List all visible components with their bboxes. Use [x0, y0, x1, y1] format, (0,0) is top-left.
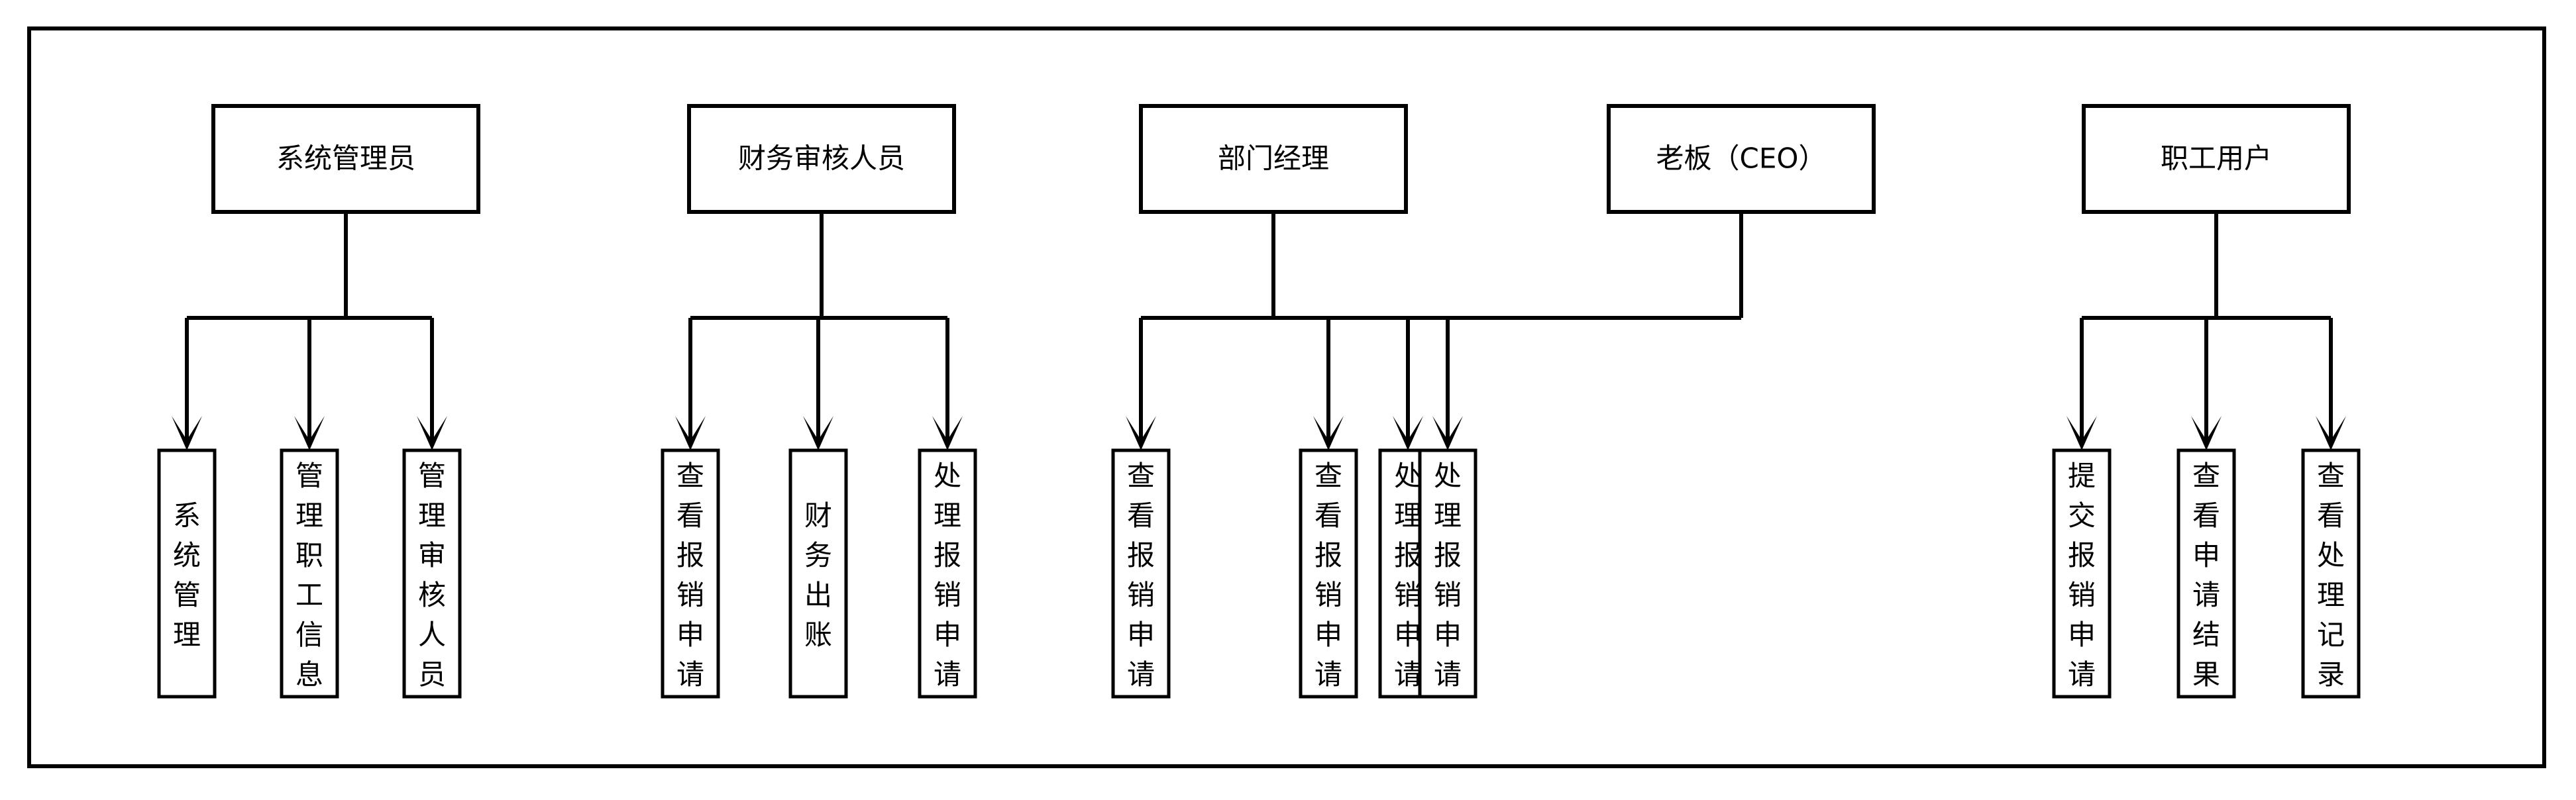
- leaf-finance-payout-box[interactable]: [788, 448, 848, 699]
- connector-layer: [172, 212, 2346, 450]
- leaf-manage-staff-arrow-icon: [294, 416, 325, 450]
- leaf-handle-claim-ceo-box[interactable]: [1418, 448, 1477, 699]
- leaf-submit-claim-arrow-icon: [2066, 416, 2097, 450]
- group-finance-auditor-role-box[interactable]: [687, 104, 956, 214]
- leaf-submit-claim-label: 提交报销申请: [2068, 460, 2096, 691]
- group-staff-user-connectors: [2066, 212, 2346, 450]
- leaf-handle-claim-fin-label: 处理报销申请: [934, 460, 961, 691]
- leaf-system-manage-arrow-icon: [172, 416, 202, 450]
- group-staff-user-role-box[interactable]: [2082, 104, 2351, 214]
- leaf-handle-claim-ceo-label: 处理报销申请: [1434, 460, 1462, 691]
- leaf-view-result-label: 查看申请结果: [2192, 460, 2220, 691]
- group-ceo-role-box[interactable]: [1607, 104, 1876, 214]
- leaf-manage-auditor-arrow-icon: [417, 416, 447, 450]
- leaf-view-history-arrow-icon: [2316, 416, 2346, 450]
- group-ceo-connectors: [1313, 212, 1743, 450]
- diagram-outer-frame: [27, 26, 2546, 768]
- group-finance-auditor-connectors: [675, 212, 963, 450]
- leaf-manage-staff-label: 管理职工信息: [295, 460, 323, 691]
- leaf-view-claim-fin-label: 查看报销申请: [676, 460, 704, 691]
- group-system-admin-connectors: [172, 212, 447, 450]
- leaf-view-history-label: 查看处理记录: [2317, 460, 2345, 691]
- leaf-manage-auditor-label: 管理审核人员: [418, 460, 446, 691]
- leaf-handle-claim-mgr-label: 处理报销申请: [1394, 460, 1422, 691]
- leaf-handle-claim-mgr-arrow-icon: [1393, 416, 1423, 450]
- leaf-view-history-box[interactable]: [2301, 448, 2361, 699]
- group-ceo: 老板（CEO） 查看报销申请 处理报销申请: [1299, 104, 1876, 699]
- leaf-view-result-box[interactable]: [2176, 448, 2236, 699]
- leaf-view-claim-mgr-label: 查看报销申请: [1127, 460, 1155, 691]
- leaf-view-result-arrow-icon: [2191, 416, 2222, 450]
- leaf-system-manage-box[interactable]: [157, 448, 217, 699]
- leaf-manage-auditor-box[interactable]: [402, 448, 462, 699]
- group-ceo-role-label: 老板（CEO）: [1656, 142, 1827, 175]
- group-system-admin-role-label: 系统管理员: [276, 142, 415, 175]
- leaf-finance-payout-label: 财务出账: [804, 499, 832, 651]
- group-dept-manager-connectors: [1126, 212, 1423, 450]
- group-staff-user-role-label: 职工用户: [2161, 142, 2272, 175]
- leaf-view-claim-mgr-box[interactable]: [1111, 448, 1171, 699]
- leaf-view-claim-fin-arrow-icon: [675, 416, 706, 450]
- leaf-view-claim-fin-box[interactable]: [661, 448, 720, 699]
- leaf-handle-claim-fin-box[interactable]: [918, 448, 977, 699]
- leaf-system-manage-label: 系统管理: [173, 499, 201, 651]
- group-system-admin-role-box[interactable]: [211, 104, 480, 214]
- leaf-view-claim-ceo-box[interactable]: [1299, 448, 1358, 699]
- leaf-handle-claim-fin-arrow-icon: [932, 416, 963, 450]
- leaf-submit-claim-box[interactable]: [2052, 448, 2112, 699]
- leaf-view-claim-mgr-arrow-icon: [1126, 416, 1156, 450]
- leaf-finance-payout-arrow-icon: [803, 416, 833, 450]
- group-dept-manager-role-label: 部门经理: [1218, 142, 1329, 175]
- leaf-view-claim-ceo-label: 查看报销申请: [1315, 460, 1342, 691]
- leaf-manage-staff-box[interactable]: [280, 448, 339, 699]
- leaf-view-claim-ceo-arrow-icon: [1313, 416, 1344, 450]
- group-dept-manager-role-box[interactable]: [1139, 104, 1408, 214]
- group-finance-auditor-role-label: 财务审核人员: [738, 142, 905, 175]
- leaf-handle-claim-ceo-arrow-icon: [1432, 416, 1463, 450]
